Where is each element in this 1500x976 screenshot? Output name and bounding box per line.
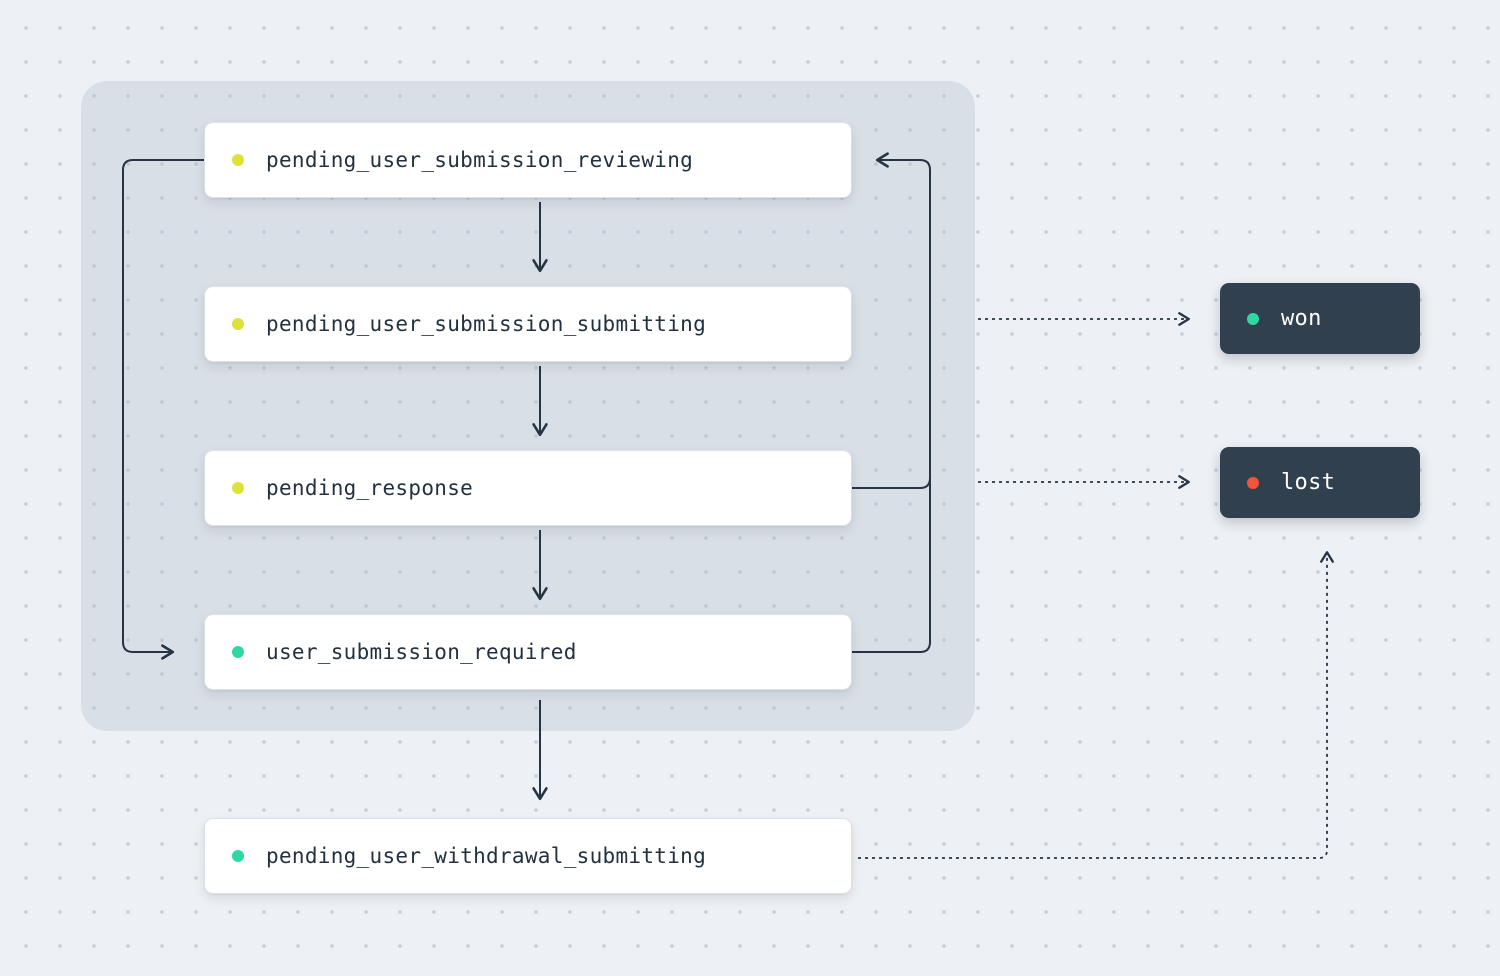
terminal-label: lost xyxy=(1281,470,1336,495)
state-dot-pending-icon xyxy=(232,482,244,494)
state-label: pending_user_submission_reviewing xyxy=(266,148,694,172)
state-dot-ready-icon xyxy=(232,850,244,862)
state-dot-pending-icon xyxy=(232,318,244,330)
terminal-node-lost[interactable]: lost xyxy=(1220,447,1420,518)
state-node-pending-user-withdrawal-submitting[interactable]: pending_user_withdrawal_submitting xyxy=(204,818,852,894)
terminal-label: won xyxy=(1281,306,1322,331)
state-dot-pending-icon xyxy=(232,154,244,166)
state-label: user_submission_required xyxy=(266,640,577,664)
state-node-user-submission-required[interactable]: user_submission_required xyxy=(204,614,852,690)
state-dot-ready-icon xyxy=(232,646,244,658)
terminal-dot-won-icon xyxy=(1247,312,1259,325)
terminal-node-won[interactable]: won xyxy=(1220,283,1420,354)
state-label: pending_user_withdrawal_submitting xyxy=(266,844,707,868)
state-node-pending-user-submission-reviewing[interactable]: pending_user_submission_reviewing xyxy=(204,122,852,198)
state-node-pending-user-submission-submitting[interactable]: pending_user_submission_submitting xyxy=(204,286,852,362)
state-node-pending-response[interactable]: pending_response xyxy=(204,450,852,526)
state-label: pending_response xyxy=(266,476,474,500)
terminal-dot-lost-icon xyxy=(1247,476,1259,489)
state-label: pending_user_submission_submitting xyxy=(266,312,707,336)
